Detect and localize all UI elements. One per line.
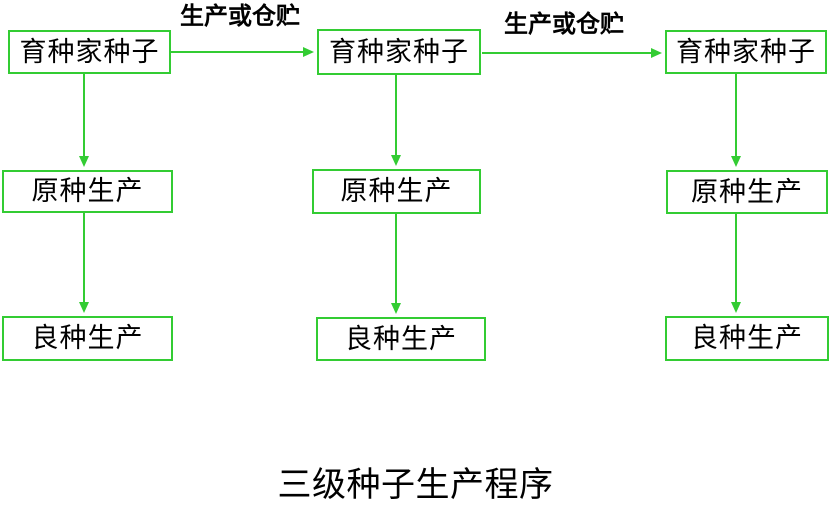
arrow-label-produce-or-store-1: 生产或仓贮 xyxy=(180,3,300,30)
node-quality-seed-production-2: 良种生产 xyxy=(316,317,486,361)
node-quality-seed-production-1: 良种生产 xyxy=(2,316,173,361)
node-breeder-seed-1: 育种家种子 xyxy=(8,30,171,74)
node-original-seed-production-1: 原种生产 xyxy=(2,170,173,213)
node-quality-seed-production-3: 良种生产 xyxy=(665,316,829,361)
diagram-caption: 三级种子生产程序 xyxy=(277,467,554,504)
node-breeder-seed-2: 育种家种子 xyxy=(317,29,481,75)
arrow-label-produce-or-store-2: 生产或仓贮 xyxy=(504,11,624,38)
node-original-seed-production-3: 原种生产 xyxy=(666,170,828,214)
node-breeder-seed-3: 育种家种子 xyxy=(665,30,827,74)
node-original-seed-production-2: 原种生产 xyxy=(312,169,481,214)
